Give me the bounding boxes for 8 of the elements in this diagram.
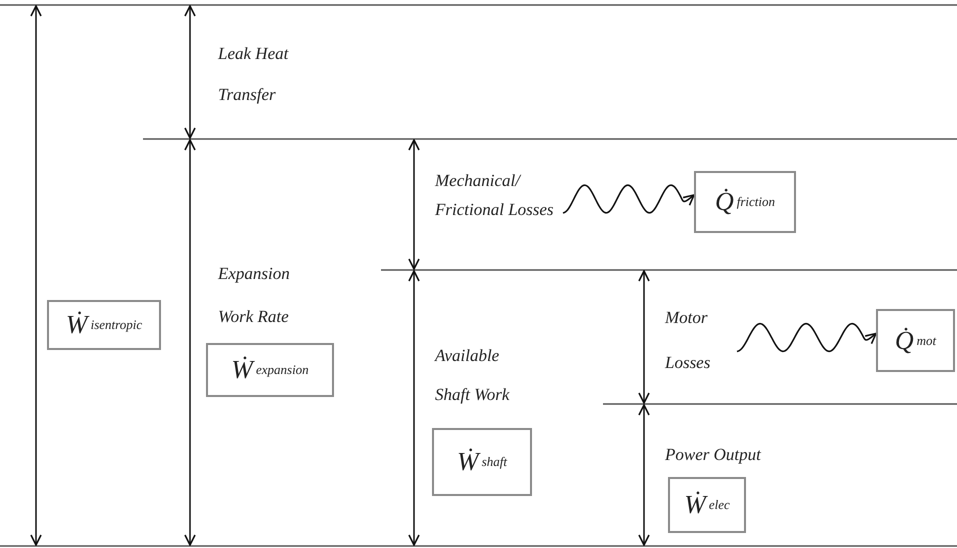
losses-text: Mechanical/ Frictional Losses	[435, 166, 563, 254]
wavy-arrow	[562, 184, 695, 214]
wavy-arrow	[736, 322, 877, 352]
quantity-label: Expansion Work Rate	[218, 263, 291, 328]
quantity-label: Leak Heat Transfer	[218, 43, 290, 106]
losses-text: Motor Losses	[665, 295, 737, 387]
quantity-label: Available Shaft Work	[435, 345, 510, 406]
quantity-label: Power Output	[665, 444, 762, 466]
